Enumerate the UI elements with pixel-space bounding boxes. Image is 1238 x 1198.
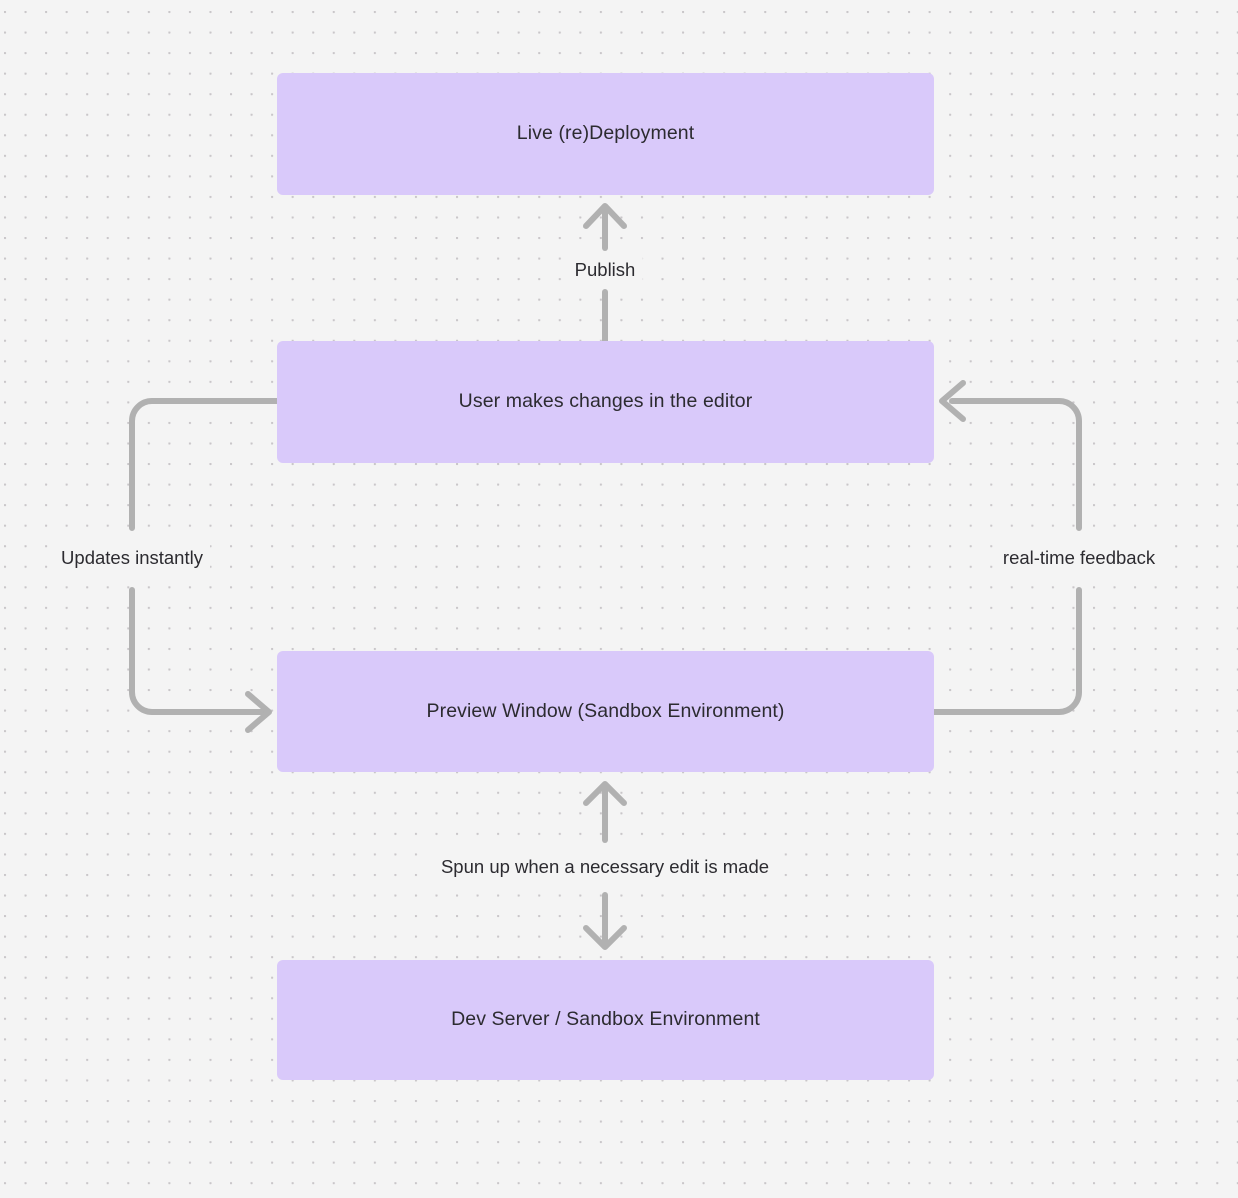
node-live-redeployment-label: Live (re)Deployment <box>516 122 695 145</box>
node-preview-window[interactable]: Preview Window (Sandbox Environment) <box>277 651 934 772</box>
edge-label-spun-up: Spun up when a necessary edit is made <box>433 852 777 882</box>
arrowhead-down-spunup <box>583 925 627 950</box>
arrowhead-left-feedback <box>939 380 966 422</box>
node-user-makes-changes-label: User makes changes in the editor <box>458 390 753 413</box>
node-live-redeployment[interactable]: Live (re)Deployment <box>277 73 934 195</box>
node-preview-window-label: Preview Window (Sandbox Environment) <box>426 699 785 722</box>
arrowhead-right-updates <box>245 691 272 733</box>
arrowhead-up-spunup <box>583 781 627 806</box>
node-dev-server-label: Dev Server / Sandbox Environment <box>451 1008 760 1031</box>
arrowhead-up-publish <box>583 203 627 229</box>
edge-label-publish: Publish <box>567 255 643 285</box>
edge-feedback-line-upper <box>949 398 1082 531</box>
edge-updates-line-lower <box>129 587 265 715</box>
edge-feedback-line-lower <box>931 587 1082 715</box>
edge-label-updates-instantly: Updates instantly <box>54 543 210 573</box>
node-user-makes-changes[interactable]: User makes changes in the editor <box>277 341 934 463</box>
node-dev-server[interactable]: Dev Server / Sandbox Environment <box>277 960 934 1080</box>
edge-updates-line-upper <box>129 398 280 531</box>
edge-label-real-time-feedback: real-time feedback <box>995 543 1163 573</box>
